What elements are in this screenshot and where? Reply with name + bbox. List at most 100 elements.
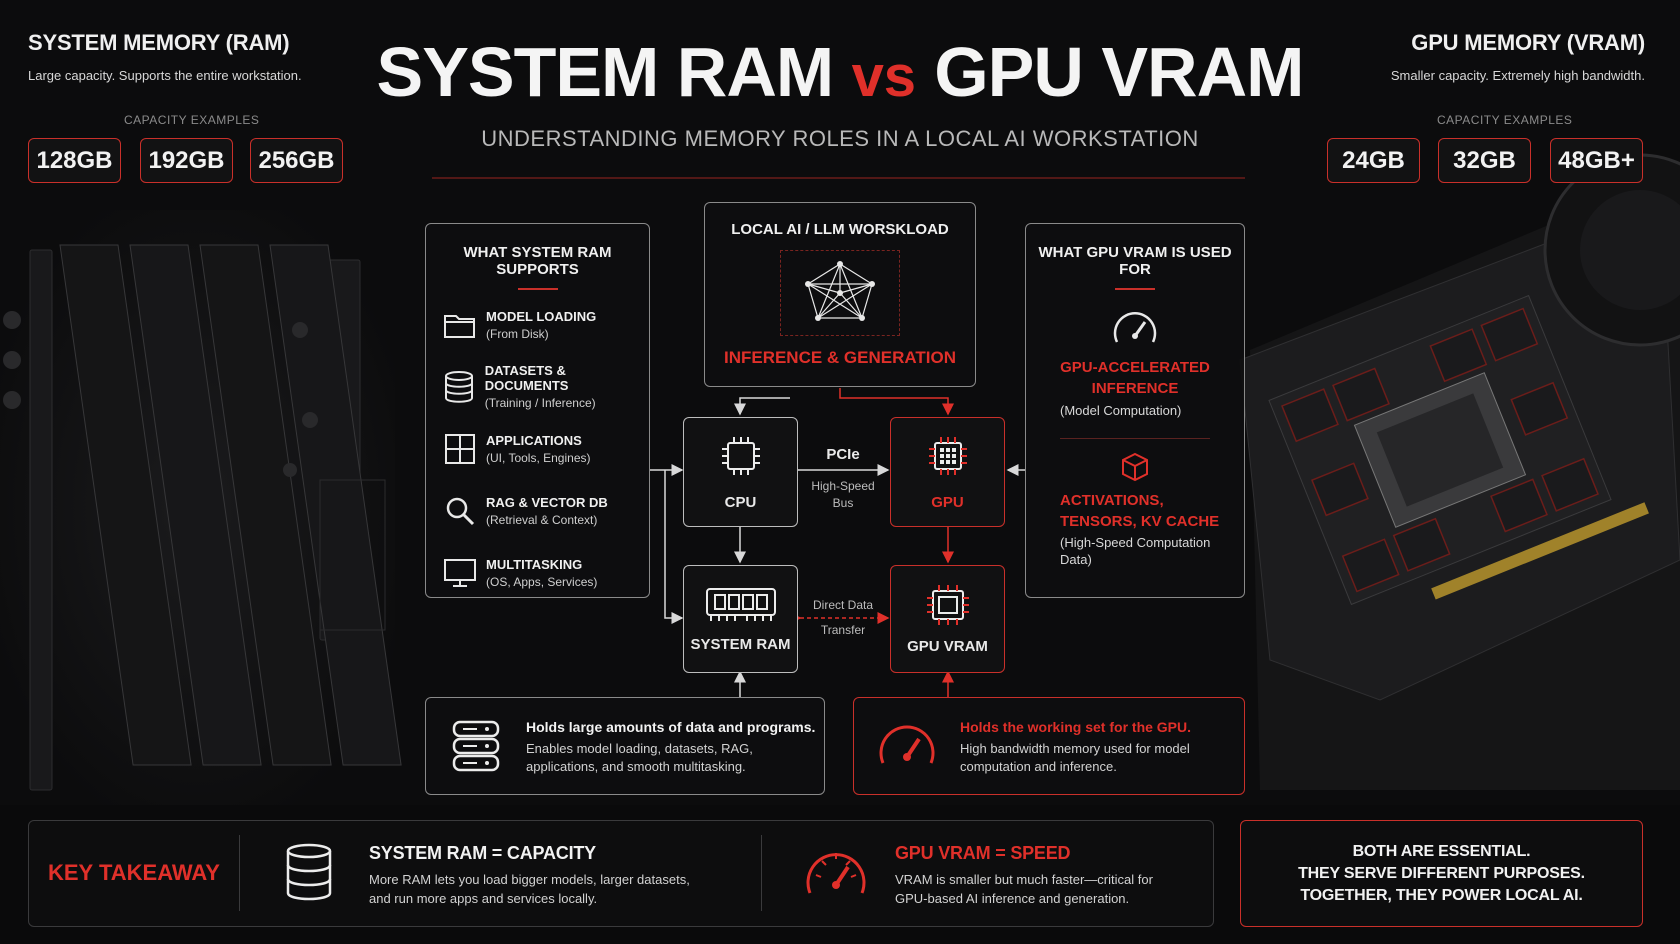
vram-item2-sub1: (High-Speed Computation: [1060, 534, 1211, 550]
ram-capacity-title: SYSTEM RAM = CAPACITY: [369, 843, 596, 863]
pcie-label: PCIe: [826, 446, 860, 463]
item-sub: (Retrieval & Context): [486, 512, 598, 527]
database-icon: [284, 843, 334, 908]
list-item: APPLICATIONS (UI, Tools, Engines): [434, 418, 649, 480]
capacity-256gb: 256GB: [250, 138, 343, 183]
system-ram-node: SYSTEM RAM: [683, 565, 798, 673]
ram-capacity-line1: More RAM lets you load bigger models, la…: [369, 872, 690, 887]
capacity-32gb: 32GB: [1438, 138, 1531, 183]
server-stack-icon: [426, 719, 526, 773]
conclusion-card: BOTH ARE ESSENTIAL. THEY SERVE DIFFERENT…: [1240, 820, 1643, 927]
key-takeaway-card: KEY TAKEAWAY SYSTEM RAM = CAPACITY More …: [28, 820, 1214, 927]
item-title: APPLICATIONS: [486, 432, 582, 448]
list-item: MODEL LOADING (From Disk): [434, 294, 649, 356]
conclusion-line2: THEY SERVE DIFFERENT PURPOSES.: [1298, 864, 1585, 882]
title-left: SYSTEM RAM: [376, 33, 835, 111]
vram-used-card: WHAT GPU VRAM IS USED FOR GPU-ACCELERATE…: [1025, 223, 1245, 598]
ram-note-line1: Enables model loading, datasets, RAG,: [526, 740, 753, 756]
vram-used-heading: WHAT GPU VRAM IS USED FOR: [1038, 244, 1232, 278]
workload-heading: LOCAL AI / LLM WORSKLOAD: [731, 221, 949, 238]
vram-item1-title1: GPU-ACCELERATED: [1060, 358, 1210, 376]
speedometer-icon: [854, 721, 960, 771]
right-memory-panel: GPU MEMORY (VRAM) Smaller capacity. Extr…: [1225, 30, 1645, 83]
left-memory-panel: SYSTEM MEMORY (RAM) Large capacity. Supp…: [28, 30, 408, 83]
gpu-board-image: [1239, 153, 1680, 790]
database-icon: [434, 370, 485, 404]
vram-speed-title: GPU VRAM = SPEED: [895, 843, 1071, 863]
key-takeaway-label: KEY TAKEAWAY: [48, 860, 220, 885]
grid-icon: [434, 433, 486, 465]
vram-item1-title2: INFERENCE: [1091, 379, 1179, 397]
ram-note-title: Holds large amounts of data and programs…: [526, 718, 816, 735]
vram-note-title: Holds the working set for the GPU.: [960, 718, 1192, 735]
list-item: MULTITASKING (OS, Apps, Services): [434, 542, 649, 604]
capacity-128gb: 128GB: [28, 138, 121, 183]
left-capacity-examples-label: CAPACITY EXAMPLES: [124, 113, 260, 127]
gpu-label: GPU: [931, 494, 964, 511]
ram-note-card: Holds large amounts of data and programs…: [425, 697, 825, 795]
ram-sticks-image: [0, 210, 402, 805]
left-panel-desc: Large capacity. Supports the entire work…: [28, 68, 302, 83]
item-sub: (UI, Tools, Engines): [486, 450, 591, 465]
vram-chip-icon: [925, 583, 971, 632]
vram-note-card: Holds the working set for the GPU. High …: [853, 697, 1245, 795]
gauge-icon: [1026, 308, 1244, 353]
right-panel-desc: Smaller capacity. Extremely high bandwid…: [1390, 68, 1645, 83]
ram-supports-card: WHAT SYSTEM RAM SUPPORTS MODEL LOADING (F…: [425, 223, 650, 598]
system-ram-label: SYSTEM RAM: [690, 636, 791, 653]
list-item: DATASETS & DOCUMENTS (Training / Inferenc…: [434, 356, 649, 418]
item-sub: (From Disk): [486, 326, 549, 341]
workload-card: LOCAL AI / LLM WORSKLOAD INFERENCE & GEN…: [704, 202, 976, 387]
folder-icon: [434, 311, 486, 339]
item-sub: (OS, Apps, Services): [486, 574, 598, 589]
search-icon: [434, 495, 486, 527]
left-panel-heading: SYSTEM MEMORY (RAM): [28, 30, 290, 55]
title-vs: vs: [851, 44, 916, 109]
title-right: GPU VRAM: [934, 33, 1304, 111]
vram-note-line2: computation and inference.: [960, 758, 1117, 774]
item-title: DATASETS & DOCUMENTS: [484, 363, 569, 393]
ram-capacity-line2: and run more apps and services locally.: [369, 891, 598, 906]
capacity-192gb: 192GB: [140, 138, 233, 183]
main-title: SYSTEM RAM vs GPU VRAM: [340, 32, 1340, 112]
conclusion-line3: TOGETHER, THEY POWER LOCAL AI.: [1300, 886, 1583, 904]
vram-item2-title2: TENSORS, KV CACHE: [1060, 512, 1220, 530]
subtitle: UNDERSTANDING MEMORY ROLES IN A LOCAL AI…: [481, 126, 1199, 151]
capacity-24gb: 24GB: [1327, 138, 1420, 183]
speedometer-icon: [804, 845, 868, 906]
ram-note-line2: applications, and smooth multitasking.: [526, 758, 746, 774]
gpu-node: GPU: [890, 417, 1005, 527]
cube-icon: [1026, 451, 1244, 488]
neural-network-icon: [780, 250, 900, 336]
monitor-icon: [434, 558, 486, 588]
item-title: MULTITASKING: [486, 556, 583, 572]
cpu-label: CPU: [724, 494, 757, 511]
vram-speed-line2: GPU-based AI inference and generation.: [895, 891, 1130, 906]
right-capacity-examples-label: CAPACITY EXAMPLES: [1437, 113, 1573, 127]
vram-item1-sub: (Model Computation): [1060, 402, 1182, 418]
ram-supports-heading: WHAT SYSTEM RAM SUPPORTS: [463, 244, 612, 278]
conclusion-line1: BOTH ARE ESSENTIAL.: [1352, 842, 1531, 860]
gpu-vram-label: GPU VRAM: [907, 638, 988, 655]
vram-note-line1: High bandwidth memory used for model: [960, 740, 1190, 756]
direct-transfer-label-1: Direct Data: [812, 598, 874, 612]
bus-label-2: Bus: [832, 496, 854, 510]
cpu-node: CPU: [683, 417, 798, 527]
item-title: RAG & VECTOR DB: [486, 494, 608, 510]
ram-module-icon: [705, 585, 777, 630]
list-item: RAG & VECTOR DB (Retrieval & Context): [434, 480, 649, 542]
vram-speed-line1: VRAM is smaller but much faster—critical…: [895, 872, 1153, 887]
right-panel-heading: GPU MEMORY (VRAM): [1411, 30, 1645, 55]
direct-transfer-label-2: Transfer: [820, 623, 866, 637]
bus-label-1: High-Speed: [811, 479, 875, 493]
item-title: MODEL LOADING: [486, 308, 597, 324]
item-sub: (Training / Inference): [484, 396, 596, 410]
workload-label: INFERENCE & GENERATION: [723, 348, 957, 367]
gpu-vram-node: GPU VRAM: [890, 565, 1005, 673]
capacity-48gb-plus: 48GB+: [1550, 138, 1643, 183]
gpu-chip-icon: [925, 433, 971, 484]
vram-item2-sub2: Data): [1060, 551, 1092, 567]
vram-item2-title1: ACTIVATIONS,: [1060, 491, 1164, 509]
